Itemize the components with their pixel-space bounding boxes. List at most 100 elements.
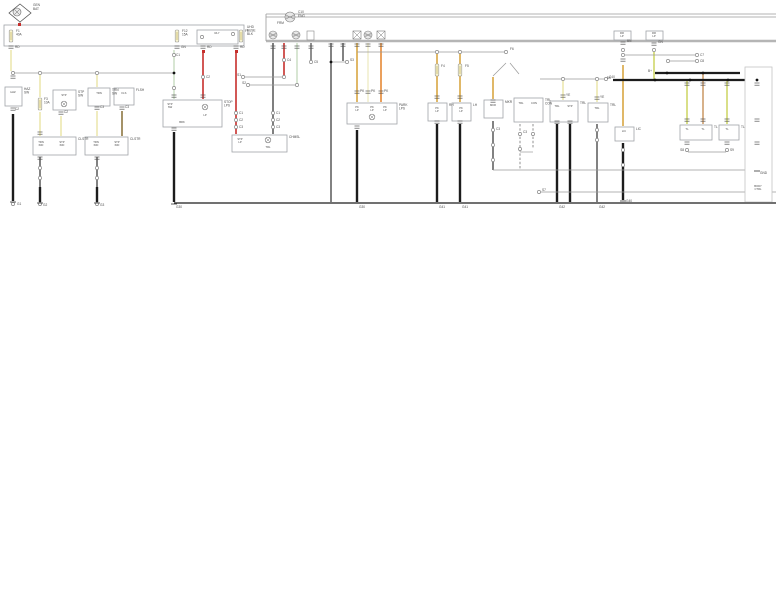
label: C2 — [15, 107, 19, 111]
terminal-bars — [700, 118, 706, 122]
label: BAT — [33, 7, 39, 11]
label: C1 — [276, 111, 280, 115]
cluster-box-2 — [84, 136, 129, 156]
label: C8 — [700, 59, 704, 63]
connector-circle — [295, 83, 299, 87]
component-text: RLY — [214, 31, 219, 35]
label: RD — [207, 45, 212, 49]
connector-circle — [595, 128, 599, 132]
junction-dot — [755, 78, 759, 82]
label: YE — [600, 95, 604, 99]
connector-circle — [491, 128, 495, 132]
terminal-bars — [354, 90, 360, 94]
terminal-bars — [434, 95, 440, 99]
power-terminal — [202, 50, 205, 53]
label: G41 — [462, 205, 468, 209]
fuse-icon — [434, 63, 440, 77]
terminal-bars — [554, 120, 560, 124]
terminal-bars — [354, 43, 360, 47]
terminal-bars — [594, 96, 600, 100]
component-text: STP — [567, 104, 572, 108]
component-text: TL — [701, 127, 705, 131]
terminal-bars — [200, 45, 206, 49]
rear-lamp-label-box-1 — [613, 30, 632, 41]
connector-circle — [685, 148, 689, 152]
component-text: TL — [685, 127, 689, 131]
label: S9 — [730, 148, 734, 152]
connector-circle — [531, 132, 535, 136]
label: C3 — [125, 105, 129, 109]
connector-circle — [695, 59, 699, 63]
connector-circle — [11, 202, 15, 206]
connector-circle — [604, 77, 608, 81]
label: C3 — [276, 125, 280, 129]
terminal-bars — [724, 141, 730, 145]
connector-circle — [695, 53, 699, 57]
connector-circle — [725, 148, 729, 152]
connector-circle — [595, 77, 599, 81]
terminal-bars — [171, 127, 177, 131]
label: GN — [658, 40, 663, 44]
body-control-module-outline — [744, 66, 773, 203]
connector-circle — [172, 53, 176, 57]
label: RH — [449, 103, 454, 107]
connector-circle — [271, 118, 275, 122]
connector-circle — [38, 166, 42, 170]
trailer-stop-box — [549, 100, 579, 123]
connector-circle — [504, 50, 508, 54]
component-text: TRL — [518, 101, 524, 105]
terminal-bars — [724, 118, 730, 122]
connector-circle — [435, 50, 439, 54]
connector-circle — [345, 60, 349, 64]
connector-circle — [234, 111, 238, 115]
terminal-bars — [684, 141, 690, 145]
inline-component-icon — [352, 30, 362, 40]
label: PK — [371, 89, 376, 93]
label: G41 — [439, 205, 445, 209]
connector-icon — [306, 30, 315, 41]
lamp-icon — [60, 100, 68, 108]
terminal-bars — [620, 58, 626, 62]
label: S7 — [542, 188, 546, 192]
terminal-bars — [328, 43, 334, 47]
fuse-icon — [8, 29, 14, 43]
label: F9 — [245, 29, 249, 33]
component-text: FLS — [122, 91, 127, 95]
label: S1 — [237, 73, 241, 77]
junction-dot — [688, 78, 692, 82]
inline-component-icon — [376, 30, 386, 40]
cluster-box-1 — [32, 136, 77, 156]
turn-signal-box — [87, 87, 111, 107]
fuse-icon — [174, 29, 180, 43]
connector-circle — [95, 176, 99, 180]
label: G42 — [559, 205, 565, 209]
label: PK — [360, 89, 365, 93]
terminal-bars — [94, 106, 100, 110]
ground-shield-icon — [363, 30, 373, 40]
label: F6 — [510, 47, 514, 51]
connector-circle — [234, 118, 238, 122]
connector-circle — [172, 86, 176, 90]
junction-dot — [172, 71, 176, 75]
label: CLSTR — [78, 137, 89, 141]
label: BN — [627, 39, 632, 43]
terminal-bars — [620, 41, 626, 45]
license-lamp-box — [614, 126, 635, 142]
connector-circle — [95, 71, 99, 75]
label: C2 — [239, 118, 243, 122]
connector-circle — [201, 75, 205, 79]
label: F5 — [465, 64, 469, 68]
junction-dot — [653, 78, 657, 82]
label: C3 — [239, 125, 243, 129]
terminal-bars — [200, 94, 206, 98]
terminal-bars — [294, 45, 300, 49]
connector-circle — [309, 60, 313, 64]
terminal-bars — [700, 82, 706, 86]
power-terminal — [18, 23, 21, 26]
